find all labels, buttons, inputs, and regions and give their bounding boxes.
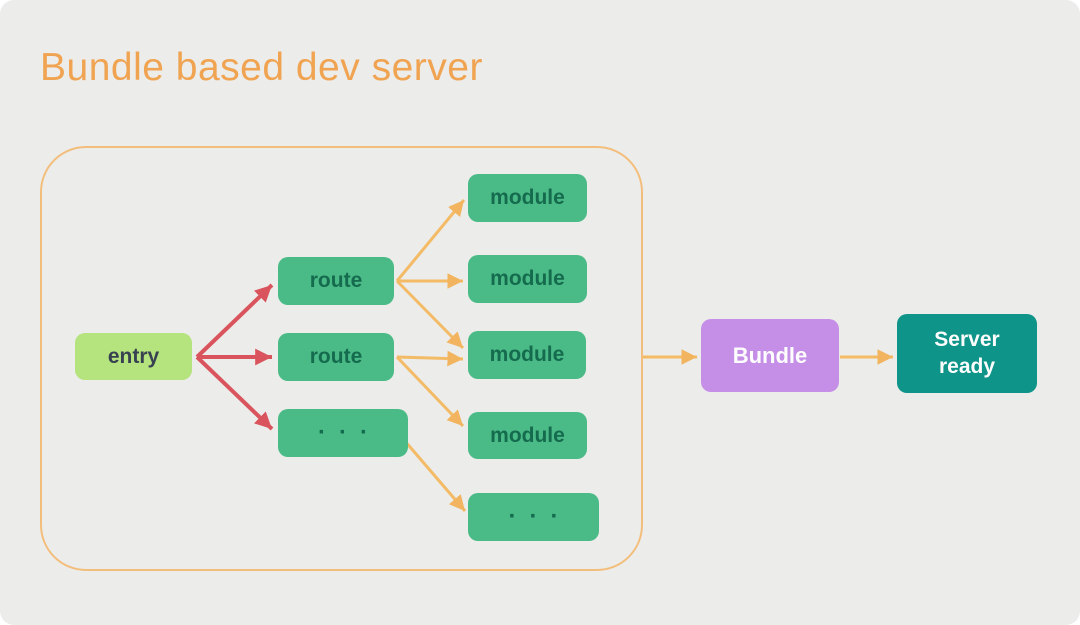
page-title: Bundle based dev server — [40, 46, 483, 89]
server-ready-line2: ready — [938, 354, 996, 378]
server-ready-line1: Server — [934, 328, 1000, 352]
module-node-1: module — [468, 174, 587, 222]
module-node-3: module — [468, 331, 586, 379]
modules-ellipsis-node: ··· — [468, 493, 599, 541]
route-node-1: route — [278, 257, 394, 305]
bundle-scope-container — [40, 146, 643, 571]
entry-node: entry — [75, 333, 192, 380]
module-node-2: module — [468, 255, 587, 303]
server-ready-node: Server ready — [897, 314, 1037, 393]
bundle-node: Bundle — [701, 319, 839, 392]
route-node-2: route — [278, 333, 394, 381]
module-node-4: module — [468, 412, 587, 459]
routes-ellipsis-node: ··· — [278, 409, 408, 457]
